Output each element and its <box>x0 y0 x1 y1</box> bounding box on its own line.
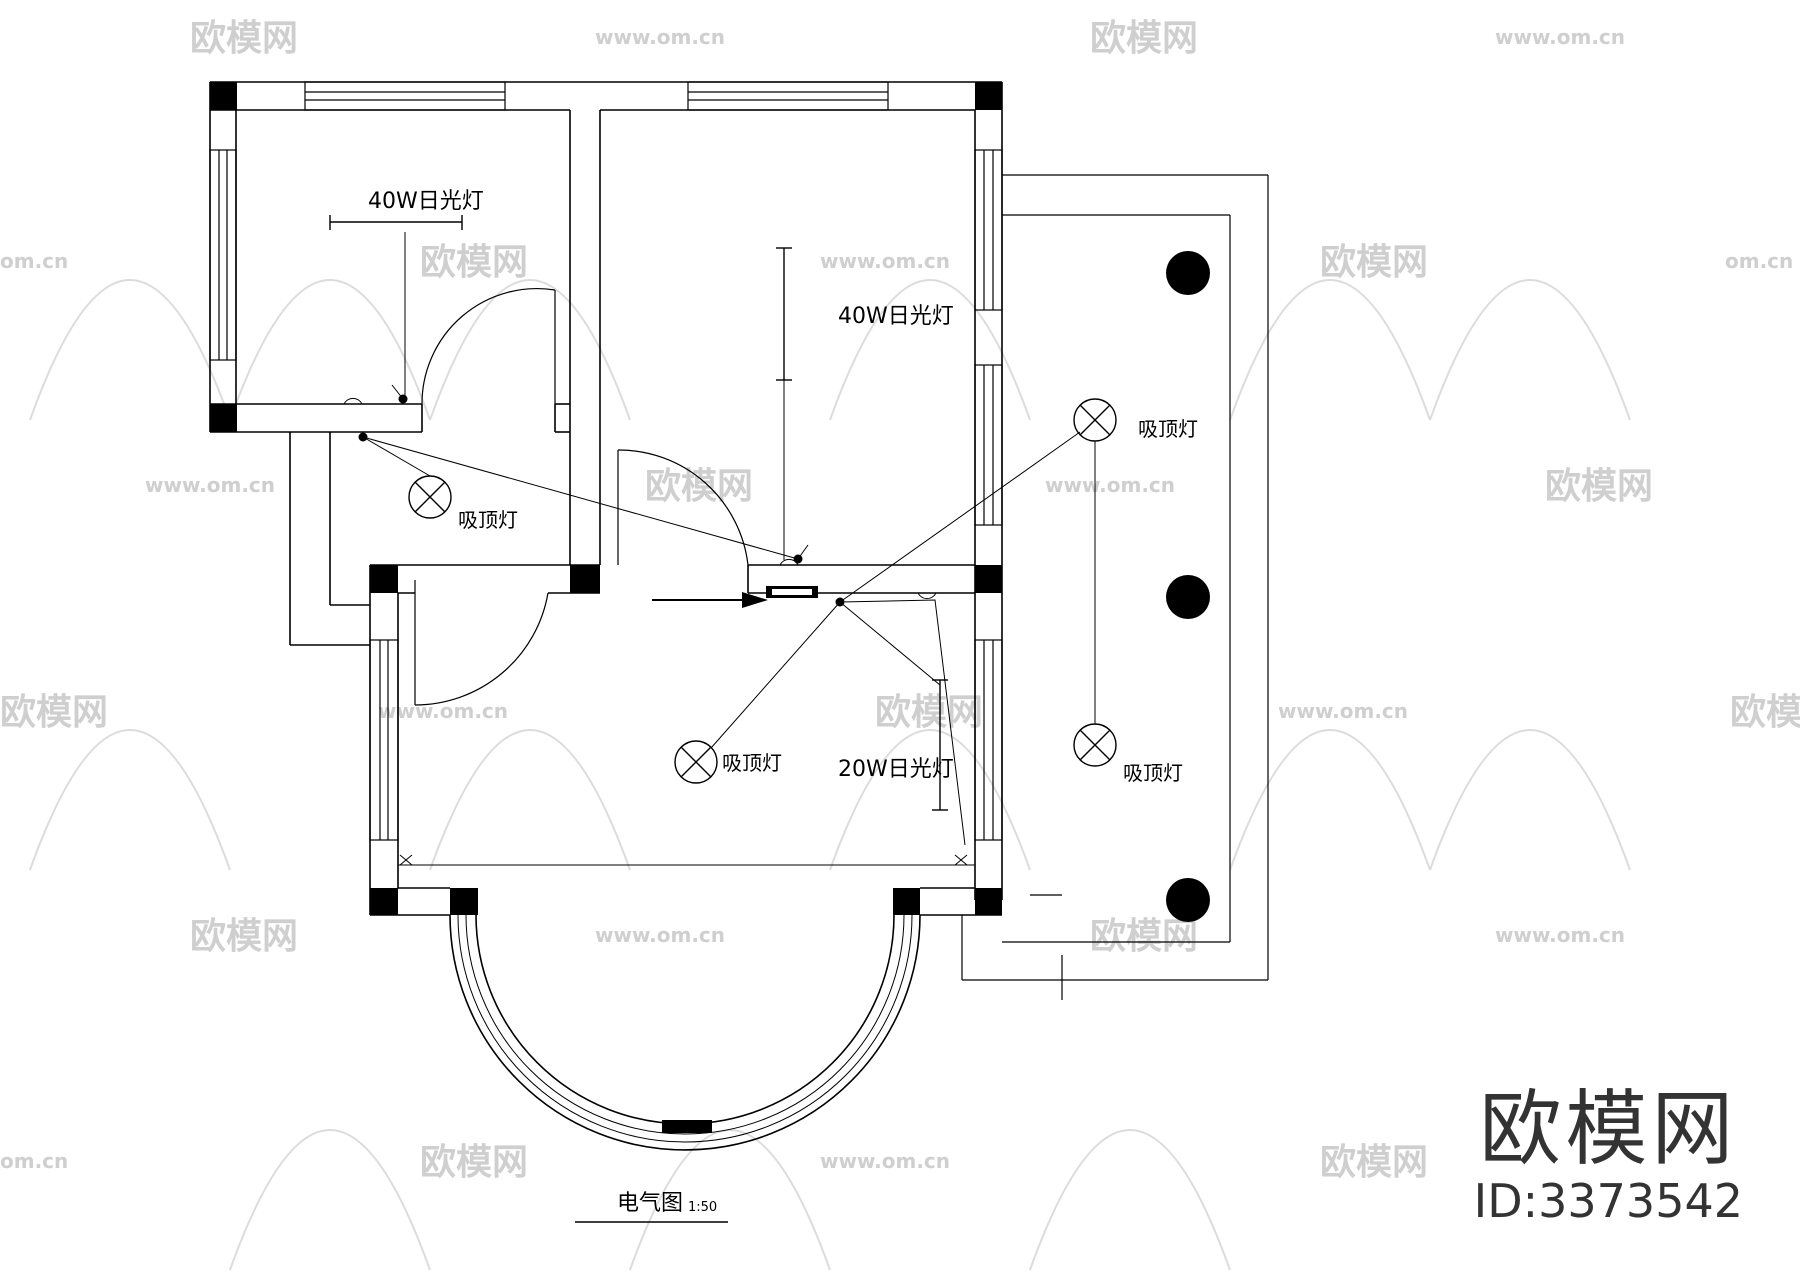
pillar-icon <box>1166 251 1210 295</box>
watermark-brand: 欧模网 <box>420 1142 528 1183</box>
label-fluorescent-20w: 20W日光灯 <box>838 757 954 782</box>
corner-marks <box>399 854 968 866</box>
watermark-brand: 欧模网 <box>1090 18 1198 59</box>
switch-dot <box>358 432 368 442</box>
window-right-lower <box>974 639 1003 841</box>
watermark-url: www.om.cn <box>1045 473 1175 497</box>
walls <box>209 81 1269 1000</box>
label-ceiling-light: 吸顶灯 <box>722 751 782 775</box>
watermark-brand: 欧模网 <box>190 916 298 957</box>
watermark-url: om.cn <box>1725 249 1793 273</box>
watermark-text-layer: 欧模网 www.om.cn 欧模网 www.om.cn om.cn 欧模网 ww… <box>0 18 1800 1183</box>
pillar-icon <box>1166 878 1210 922</box>
switch-dot <box>835 597 845 607</box>
window-right-middle <box>974 364 1003 526</box>
watermark-layer <box>29 279 1631 1271</box>
brand-id: ID:3373542 <box>1473 1174 1743 1228</box>
watermark-url: www.om.cn <box>820 249 950 273</box>
switches <box>343 384 937 607</box>
distribution-panel <box>652 586 818 608</box>
label-fluorescent-40w-b: 40W日光灯 <box>838 304 954 329</box>
label-fluorescent-40w-a: 40W日光灯 <box>368 189 484 214</box>
watermark-url: www.om.cn <box>145 473 275 497</box>
watermark-url: www.om.cn <box>1495 923 1625 947</box>
watermark-url: www.om.cn <box>1278 699 1408 723</box>
brand-stamp: 欧模网 ID:3373542 <box>1473 1082 1743 1228</box>
watermark-url: om.cn <box>0 249 68 273</box>
balcony-pillars <box>1166 251 1210 922</box>
pillar-icon <box>1166 575 1210 619</box>
watermark-brand: 欧模网 <box>0 692 108 733</box>
ceiling-lights <box>408 398 1117 784</box>
window-top-right <box>687 81 889 111</box>
watermark-brand: 欧模网 <box>190 18 298 59</box>
watermark-brand: 欧模网 <box>1730 692 1800 733</box>
wiring <box>362 232 1096 846</box>
watermark-brand: 欧模网 <box>1545 466 1653 507</box>
watermark-url: www.om.cn <box>595 25 725 49</box>
columns <box>210 82 1002 1133</box>
bay-window <box>449 914 921 1151</box>
watermark-url: www.om.cn <box>378 699 508 723</box>
ceiling-light-icon <box>408 475 452 519</box>
label-ceiling-light: 吸顶灯 <box>1138 417 1198 441</box>
watermark-brand: 欧模网 <box>1320 242 1428 283</box>
window-top-left <box>304 81 506 111</box>
ceiling-light-icon <box>1073 398 1117 442</box>
drawing-title-block: 电气图 1:50 <box>575 1191 728 1223</box>
label-ceiling-light: 吸顶灯 <box>1123 761 1183 785</box>
watermark-brand: 欧模网 <box>420 242 528 283</box>
label-ceiling-light: 吸顶灯 <box>458 508 518 532</box>
fixture-labels: 40W日光灯 40W日光灯 20W日光灯 吸顶灯 吸顶灯 吸顶灯 吸顶灯 <box>368 189 1198 785</box>
window-right-upper <box>974 149 1003 311</box>
watermark-brand: 欧模网 <box>875 692 983 733</box>
brand-name: 欧模网 <box>1479 1082 1738 1177</box>
watermark-url: www.om.cn <box>820 1149 950 1173</box>
watermark-url: om.cn <box>0 1149 68 1173</box>
watermark-brand: 欧模网 <box>1090 916 1198 957</box>
ceiling-light-icon <box>1073 723 1117 767</box>
windows <box>209 81 1003 841</box>
window-lower-left <box>369 639 399 841</box>
drawing-title: 电气图 <box>617 1191 683 1216</box>
drawing-scale: 1:50 <box>688 1200 717 1215</box>
watermark-url: www.om.cn <box>1495 25 1625 49</box>
ceiling-light-icon <box>674 740 718 784</box>
watermark-brand: 欧模网 <box>645 466 753 507</box>
doors <box>414 287 749 706</box>
watermark-url: www.om.cn <box>595 923 725 947</box>
window-left <box>209 149 237 361</box>
watermark-brand: 欧模网 <box>1320 1142 1428 1183</box>
